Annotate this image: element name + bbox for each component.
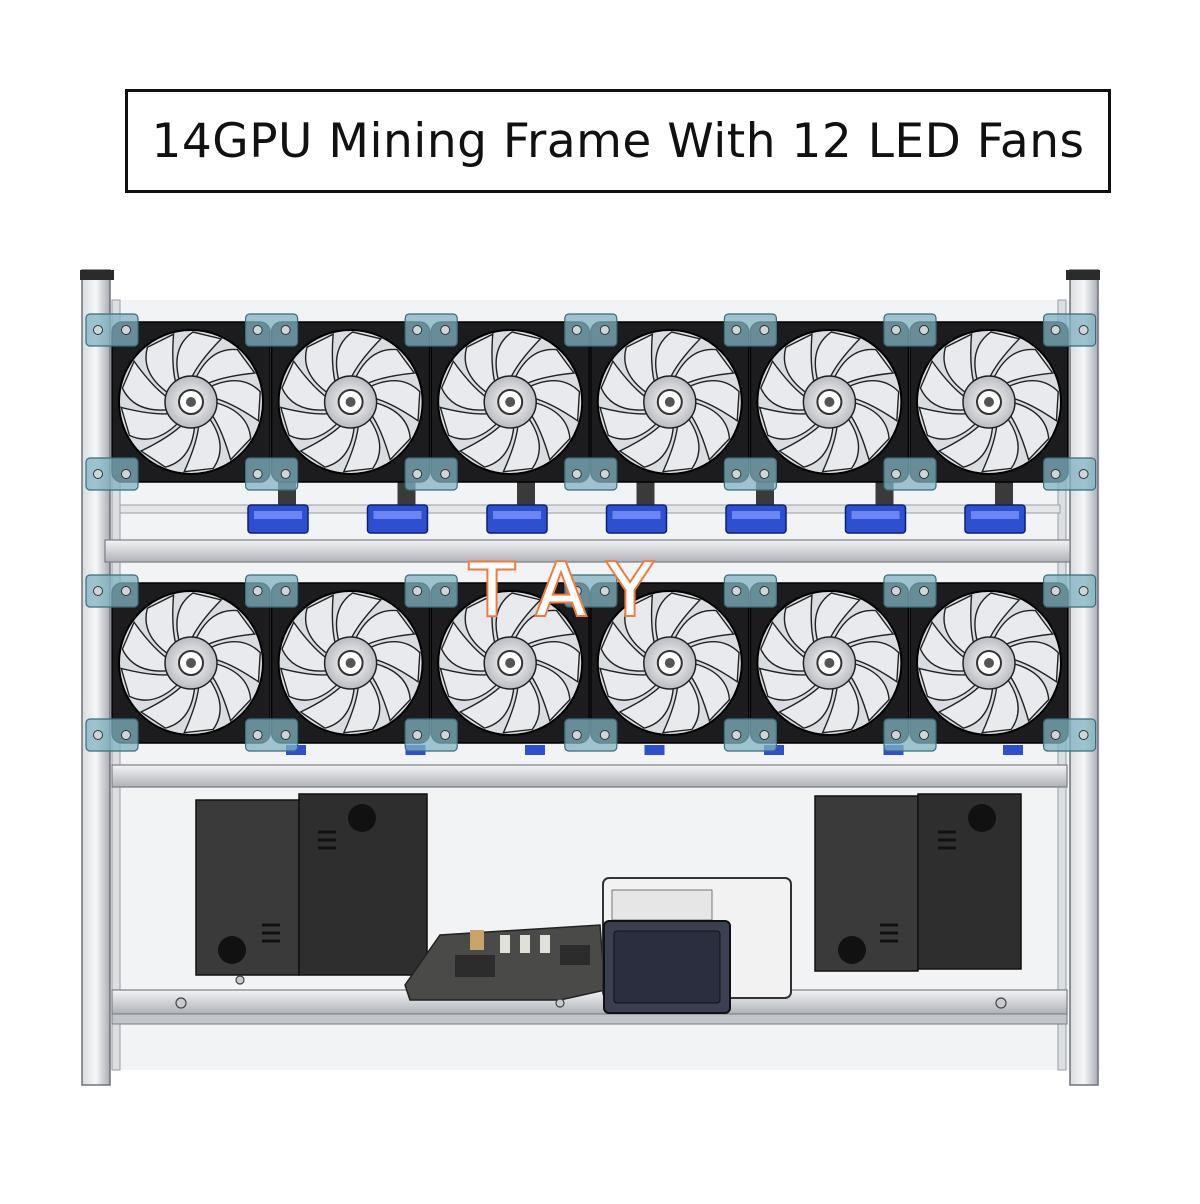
fan-bracket xyxy=(883,313,937,347)
fan-bracket xyxy=(883,457,937,491)
fan-bracket xyxy=(883,718,937,752)
fan-bracket xyxy=(245,574,299,608)
bottom-components xyxy=(175,793,1022,1014)
gpu-riser xyxy=(964,480,1026,755)
led-fan xyxy=(430,582,590,744)
gpu-riser xyxy=(486,480,548,755)
rail-gpu-mount xyxy=(119,504,1061,514)
ssd xyxy=(603,920,731,1014)
psu-left-fan-hole xyxy=(218,936,246,964)
fan-bracket xyxy=(245,457,299,491)
psu-right xyxy=(814,793,1022,972)
led-fan xyxy=(590,321,750,483)
fan-bracket xyxy=(723,313,778,347)
fan-bracket xyxy=(245,313,299,347)
fan-bracket xyxy=(564,718,618,752)
fan-bracket xyxy=(1042,574,1097,608)
fan-bracket xyxy=(404,313,458,347)
fan-bracket xyxy=(404,718,458,752)
fan-bracket xyxy=(1042,313,1097,347)
led-fan xyxy=(749,582,910,744)
fan-bracket xyxy=(723,574,778,608)
rail-upper-shelf xyxy=(104,539,1071,563)
left-post xyxy=(81,269,111,1086)
fan-bracket xyxy=(723,718,778,752)
fan-bracket xyxy=(723,457,778,491)
fan-bracket xyxy=(883,574,937,608)
fan-bracket xyxy=(564,574,618,608)
fan-bracket xyxy=(1042,718,1097,752)
fan-bracket xyxy=(404,574,458,608)
gpu-riser xyxy=(605,480,668,755)
rail-lower-shelf xyxy=(111,764,1068,788)
fan-bracket xyxy=(85,313,139,347)
led-fan xyxy=(270,582,431,744)
led-fan xyxy=(909,582,1069,744)
fan-bracket xyxy=(404,457,458,491)
brand-watermark: TAY xyxy=(468,546,681,634)
fan-bracket xyxy=(245,718,299,752)
led-fan xyxy=(430,321,590,483)
fan-array xyxy=(85,313,1097,752)
right-post-cap xyxy=(1066,270,1100,280)
title-box: 14GPU Mining Frame With 12 LED Fans xyxy=(125,89,1111,193)
left-post-cap xyxy=(80,270,114,280)
rail-base xyxy=(111,1013,1068,1025)
fan-bracket xyxy=(564,313,618,347)
psu-left-fan-hole-2 xyxy=(348,804,376,832)
fan-bracket xyxy=(1042,457,1097,491)
psu-left xyxy=(195,793,428,976)
led-fan xyxy=(270,321,431,483)
page-title: 14GPU Mining Frame With 12 LED Fans xyxy=(151,113,1085,169)
led-fan xyxy=(590,582,750,744)
psu-right-fan-hole xyxy=(968,804,996,832)
fan-bracket xyxy=(85,574,139,608)
fan-bracket xyxy=(85,457,139,491)
led-fan xyxy=(111,582,271,744)
gpu-risers xyxy=(247,480,1026,755)
psu-right-fan-hole-2 xyxy=(838,936,866,964)
right-post xyxy=(1069,269,1099,1086)
fan-bracket xyxy=(85,718,139,752)
led-fan xyxy=(749,321,910,483)
led-fan xyxy=(111,321,271,483)
fan-bracket xyxy=(564,457,618,491)
led-fan xyxy=(909,321,1069,483)
motherboard xyxy=(404,924,606,1001)
